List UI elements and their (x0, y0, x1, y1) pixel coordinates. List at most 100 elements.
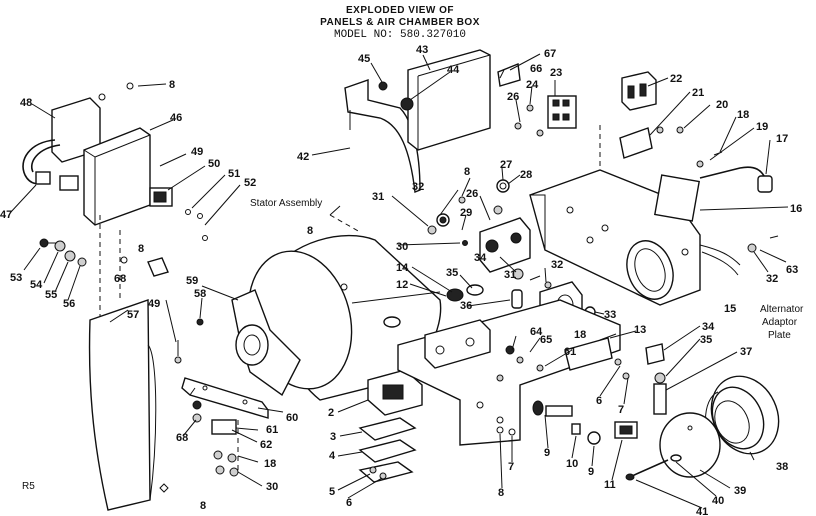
part-number: 46 (170, 112, 182, 124)
part-number: 50 (208, 158, 220, 170)
terminal-block-group (497, 63, 684, 250)
part-number: 10 (566, 458, 578, 470)
part-number: 43 (416, 44, 428, 56)
alternator-wiring (699, 235, 779, 276)
part-number: 61 (564, 346, 576, 358)
part-numbers: 8 48 46 49 50 51 52 47 53 54 55 56 8 68 … (0, 44, 802, 516)
part-number: 22 (670, 73, 682, 85)
part-number: 17 (776, 133, 788, 145)
part-number: 18 (264, 458, 276, 470)
part-number: 36 (460, 300, 472, 312)
part-number: 41 (696, 506, 708, 516)
part-number: 32 (412, 181, 424, 193)
alternator-label-3: Plate (768, 330, 791, 341)
part-number: 4 (329, 450, 336, 462)
part-number: 34 (702, 321, 715, 333)
part-number: 13 (634, 324, 646, 336)
part-number: 24 (526, 79, 539, 91)
part-number: 35 (446, 267, 458, 279)
sensing-tube (696, 151, 773, 193)
part-number: 47 (0, 209, 12, 221)
part-number: 12 (396, 279, 408, 291)
part-number: 8 (138, 243, 144, 255)
page-number: R5 (22, 481, 35, 492)
part-number: 49 (148, 298, 160, 310)
part-number: 56 (63, 298, 75, 310)
part-number: 18 (574, 329, 586, 341)
part-number: 68 (114, 273, 126, 285)
title-line-3: MODEL NO: 580.327010 (334, 29, 466, 41)
part-number: 31 (372, 191, 384, 203)
text-labels: Stator Assembly Alternator Adaptor Plate… (22, 198, 804, 492)
part-number: 7 (618, 404, 624, 416)
mounting-bracket (120, 256, 269, 493)
plates-2-6 (358, 369, 423, 483)
part-number: 19 (756, 121, 768, 133)
part-number: 11 (604, 479, 616, 491)
control-panel-bracket (397, 299, 621, 446)
part-number: 6 (596, 395, 602, 407)
part-number: 44 (447, 64, 460, 76)
part-number: 28 (520, 169, 532, 181)
part-number: 67 (544, 48, 556, 60)
part-number: 30 (396, 241, 408, 253)
part-number: 61 (266, 424, 278, 436)
part-number: 38 (776, 461, 788, 473)
part-number: 9 (544, 447, 550, 459)
switches-7-11 (496, 358, 638, 445)
part-number: 49 (191, 146, 203, 158)
part-number: 42 (297, 151, 309, 163)
part-number: 14 (396, 262, 409, 274)
part-number: 35 (700, 334, 712, 346)
part-number: 39 (734, 485, 746, 497)
part-number: 63 (786, 264, 798, 276)
part-number: 64 (530, 326, 543, 338)
part-number: 53 (10, 272, 22, 284)
part-number: 60 (286, 412, 298, 424)
part-number: 16 (790, 203, 802, 215)
part-number: 59 (186, 275, 198, 287)
part-number: 18 (737, 109, 749, 121)
regulator-assembly (427, 179, 531, 273)
alternator-label-2: Adaptor (762, 317, 798, 328)
part-number: 55 (45, 289, 57, 301)
part-number: 32 (766, 273, 778, 285)
part-number: 68 (176, 432, 188, 444)
part-number: 5 (329, 486, 335, 498)
control-box-assembly (22, 82, 208, 330)
title-line-1: EXPLODED VIEW OF (346, 5, 454, 16)
part-number: 51 (228, 168, 240, 180)
part-number: 33 (604, 309, 616, 321)
part-number: 57 (127, 309, 139, 321)
part-number: 40 (712, 495, 724, 507)
stator-assembly-label: Stator Assembly (250, 198, 322, 209)
rectifier-parts (645, 343, 667, 415)
leader-lines (9, 53, 789, 509)
part-number: 23 (550, 67, 562, 79)
part-number: 26 (507, 91, 519, 103)
stator-assembly (231, 214, 442, 401)
part-number: 8 (498, 487, 504, 499)
alternator-label-1: Alternator (760, 304, 804, 315)
part-number: 58 (194, 288, 206, 300)
air-chamber-box (529, 169, 701, 306)
part-number: 8 (464, 166, 470, 178)
upper-center-panel (344, 49, 491, 193)
part-number: 7 (508, 461, 514, 473)
bearing-and-fan (625, 375, 780, 481)
part-number: 2 (328, 407, 334, 419)
part-number: 26 (466, 188, 478, 200)
part-number: 27 (500, 159, 512, 171)
part-number: 31 (504, 269, 516, 281)
part-number: 37 (740, 346, 752, 358)
part-number: 30 (266, 481, 278, 493)
part-number: 29 (460, 207, 472, 219)
part-number: 8 (307, 225, 313, 237)
part-number: 62 (260, 439, 272, 451)
part-number: 48 (20, 97, 32, 109)
part-number: 8 (200, 500, 206, 512)
left-side-panel (88, 299, 157, 511)
part-number: 45 (358, 53, 370, 65)
part-number: 66 (530, 63, 542, 75)
